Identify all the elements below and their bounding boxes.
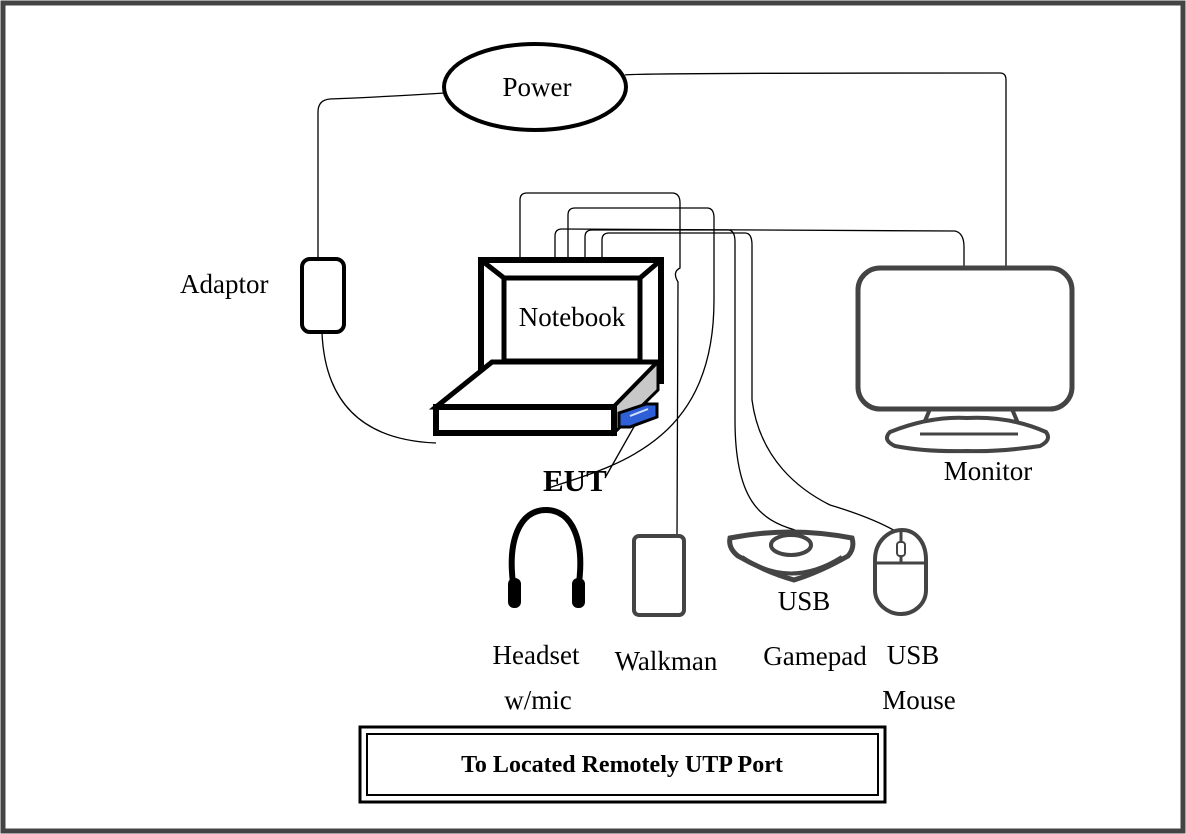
gamepad-label-line1: USB [778,586,831,616]
headset-icon [508,506,585,608]
headset-label-line2: w/mic [504,685,572,715]
wire-power-adaptor [317,92,446,259]
caption-box [358,725,887,804]
wire-notebook-walkman [519,192,681,537]
gamepad-icon [727,529,856,583]
power-outlet [442,42,628,132]
wire-notebook-mouse [601,232,906,538]
monitor-icon [855,265,1075,454]
gamepad-label-line2: Gamepad [763,641,867,671]
mouse-label-line1: USB [887,640,940,670]
mouse-icon [873,527,928,617]
monitor-label: Monitor [944,456,1033,486]
eut-pointer-line [604,424,636,479]
wire-notebook-gamepad [584,229,796,531]
caption-text: To Located Remotely UTP Port [461,752,783,778]
walkman-icon [632,534,686,617]
wire-notebook-headset [547,207,715,489]
adaptor-label: Adaptor [180,269,268,299]
eut-label: EUT [543,463,607,498]
adaptor-box [300,257,346,334]
notebook-icon [428,257,664,437]
wire-adaptor-notebook [321,332,437,444]
headset-label-line1: Headset [493,640,580,670]
notebook-label: Notebook [519,302,626,332]
wire-power-monitor [624,72,1007,268]
wire-notebook-monitor [554,228,965,270]
mouse-label-line2: Mouse [882,685,956,715]
walkman-label: Walkman [615,646,718,676]
power-label: Power [503,72,572,102]
